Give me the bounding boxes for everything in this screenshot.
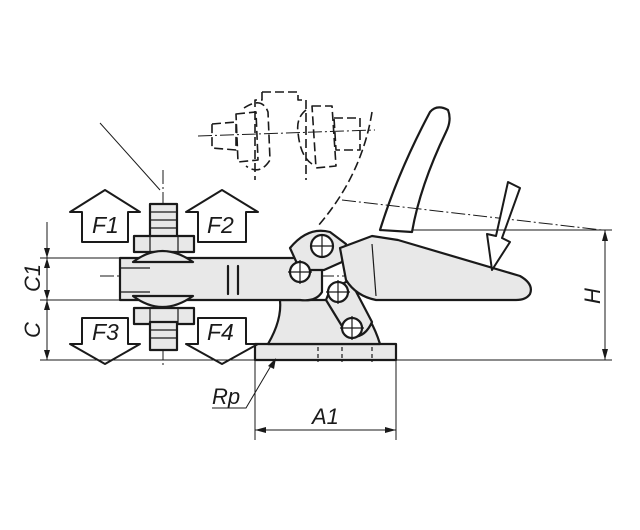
dimension-lines bbox=[40, 222, 612, 440]
force-arrow-f3: F3 bbox=[69, 317, 141, 365]
washer-bottom bbox=[131, 294, 195, 308]
label-c1: C1 bbox=[20, 264, 45, 292]
label-f1: F1 bbox=[92, 212, 119, 238]
label-h: H bbox=[580, 288, 605, 304]
bolt-bottom bbox=[148, 320, 179, 352]
nut-top bbox=[132, 234, 196, 254]
pivot-pin-bottom bbox=[340, 316, 364, 340]
raised-handle bbox=[378, 106, 451, 234]
handle bbox=[338, 234, 532, 302]
spindle-bolt bbox=[131, 202, 196, 352]
label-f2: F2 bbox=[207, 212, 234, 238]
force-arrow-f2: F2 bbox=[185, 189, 259, 243]
leader-line bbox=[99, 122, 161, 191]
label-c: C bbox=[20, 322, 45, 338]
pivot-pins bbox=[288, 233, 364, 340]
label-a1: A1 bbox=[310, 404, 339, 429]
pivot-pin-mid bbox=[326, 280, 350, 304]
pivot-pin-arm bbox=[288, 260, 312, 284]
pivot-pin-top bbox=[309, 233, 335, 259]
bolt-top bbox=[148, 202, 179, 240]
operating-force-arrow bbox=[486, 181, 521, 271]
label-rp: Rp bbox=[212, 384, 240, 409]
force-arrow-f1: F1 bbox=[69, 189, 141, 243]
label-f3: F3 bbox=[92, 319, 119, 345]
label-f4: F4 bbox=[207, 319, 234, 345]
force-arrow-f4: F4 bbox=[185, 317, 259, 365]
phantom-raised-position bbox=[197, 91, 376, 227]
washer-top bbox=[131, 250, 195, 264]
